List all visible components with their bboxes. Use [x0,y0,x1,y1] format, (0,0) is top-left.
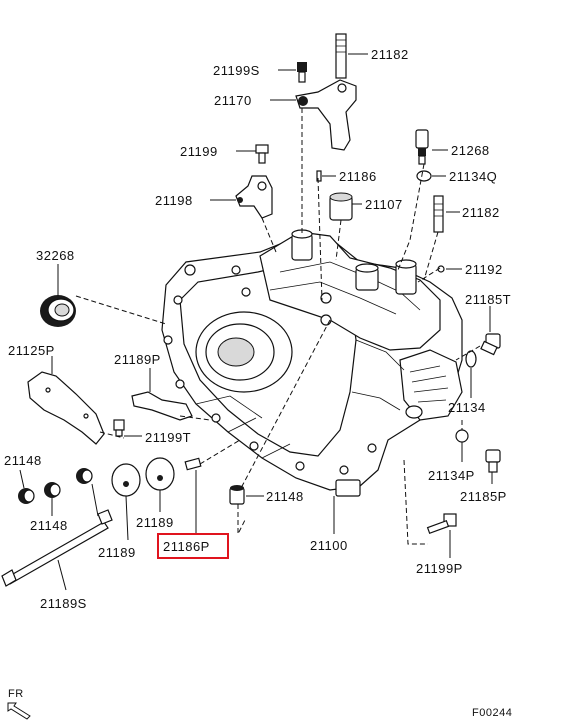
collar-21148-icon [229,485,245,505]
front-direction-indicator: FR [7,688,31,720]
cover-21125P-icon [27,371,105,445]
bolt-21199P-icon [426,513,457,535]
callout-21107: 21107 [365,197,403,212]
callout-21134P: 21134P [428,468,475,483]
bolt-21199S-icon [297,62,307,83]
rod-21189S-icon [1,509,113,587]
oil-seal-32268-icon [40,295,76,327]
callout-32268: 32268 [36,248,75,263]
bracket-21198-icon [235,175,273,219]
mount-21107-icon [329,192,353,221]
front-arrow-icon [7,702,31,720]
bushing-21148-b-icon [44,482,61,498]
callout-21189-a: 21189 [136,515,174,530]
sensor-21268-icon [415,129,429,165]
bushing-21148-a-icon [18,488,35,504]
leader-lines [19,53,493,591]
callout-21100: 21100 [310,538,348,553]
dowel-pin-21186P-icon [184,457,202,471]
highlight-box [157,533,229,559]
gasket-21134-icon [465,350,477,368]
callout-21125P: 21125P [8,343,55,358]
callout-21186P[interactable]: 21186P [163,539,210,554]
callout-21198: 21198 [155,193,193,208]
stud-21182-mid-icon [433,195,444,233]
callout-21148-a: 21148 [4,453,42,468]
callout-21148-c: 21148 [30,518,68,533]
plug-21185T-icon [480,333,501,356]
callout-21182-top: 21182 [371,47,409,62]
disc-21189-b-icon [145,457,175,491]
plug-21185P-icon [485,449,501,473]
disc-21189-a-icon [111,463,141,497]
callout-21185T: 21185T [465,292,511,307]
callout-21192: 21192 [465,262,503,277]
callout-21189P: 21189P [114,352,161,367]
callout-21199: 21199 [180,144,218,159]
washer-21134P-icon [455,429,469,443]
callout-21182-mid: 21182 [462,205,500,220]
callout-21170: 21170 [214,93,252,108]
bushing-21148-c-icon [76,468,93,484]
callout-21185P: 21185P [460,489,507,504]
assembly-lines [75,108,481,545]
bolt-21199-icon [255,144,269,164]
callout-labels: 21182 21199S 21170 21268 21199 21186 211… [4,47,511,611]
callout-21199P: 21199P [416,561,463,576]
plate-21189P-icon [131,391,193,421]
diagram-code: F00244 [472,707,512,719]
callout-21134Q: 21134Q [449,169,497,184]
callout-21186: 21186 [339,169,377,184]
highlighted-callout-21186P[interactable]: 21186P [157,533,229,559]
stud-21182-top-icon [335,33,347,79]
bracket-21170-icon [295,79,357,151]
callout-21148-b: 21148 [266,489,304,504]
callout-21268: 21268 [451,143,490,158]
callout-21189-b: 21189 [98,545,136,560]
callout-21199T: 21199T [145,430,191,445]
transmission-case [161,229,463,497]
callout-21189S: 21189S [40,596,87,611]
pin-21186-icon [316,170,322,182]
callout-21134: 21134 [448,400,486,415]
bolt-21199T-icon [113,419,125,437]
direction-label: FR [8,688,24,700]
washer-21134Q-icon [416,170,432,182]
callout-21199S: 21199S [213,63,260,78]
